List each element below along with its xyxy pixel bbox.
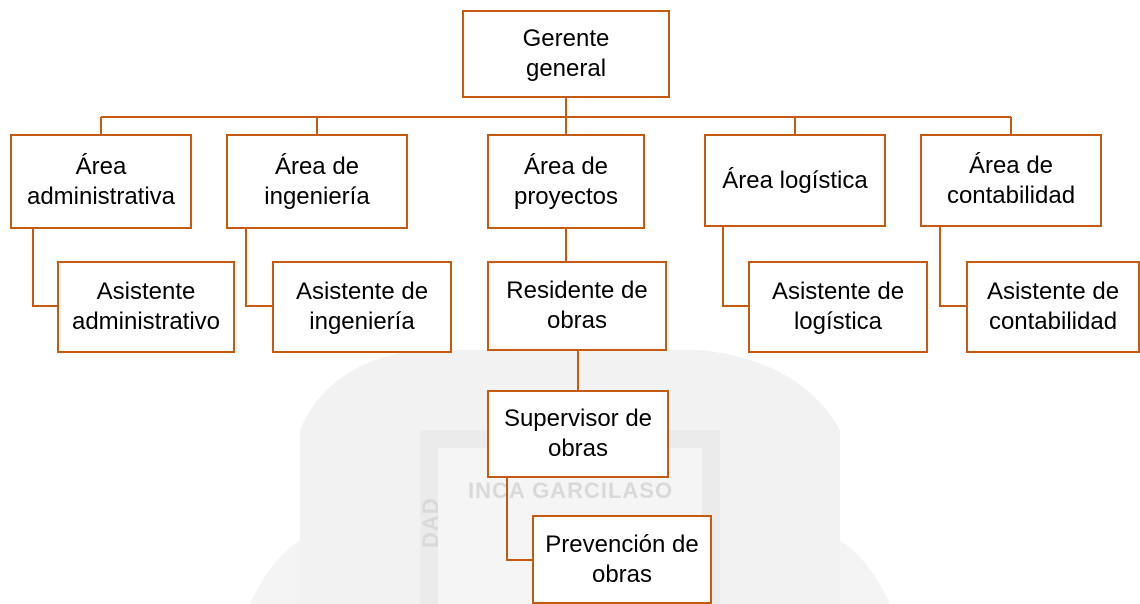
node-asistente-ingenieria: Asistente de ingeniería [272, 261, 452, 353]
connector-prevencion-obras [506, 478, 532, 561]
node-area-logistica: Área logística [704, 134, 886, 227]
connector-asistente-administrativo [32, 229, 57, 307]
node-asistente-logistica: Asistente de logística [748, 261, 928, 353]
node-area-proyectos: Área de proyectos [487, 134, 645, 229]
node-asistente-administrativo: Asistente administrativo [57, 261, 235, 353]
node-prevencion-obras: Prevención de obras [532, 515, 712, 604]
connector-asistente-logistica [722, 227, 748, 307]
node-area-administrativa: Área administrativa [10, 134, 192, 229]
node-area-contabilidad: Área de contabilidad [920, 134, 1102, 227]
watermark-text: INCA GARCILASO [468, 478, 674, 503]
node-gerente-general: Gerente general [462, 10, 670, 98]
node-area-ingenieria: Área de ingeniería [226, 134, 408, 229]
node-asistente-contabilidad: Asistente de contabilidad [966, 261, 1140, 353]
connector-asistente-contabilidad [939, 227, 966, 307]
node-supervisor-obras: Supervisor de obras [487, 390, 669, 478]
node-residente-obras: Residente de obras [487, 261, 667, 351]
connector-asistente-ingenieria [245, 229, 272, 307]
